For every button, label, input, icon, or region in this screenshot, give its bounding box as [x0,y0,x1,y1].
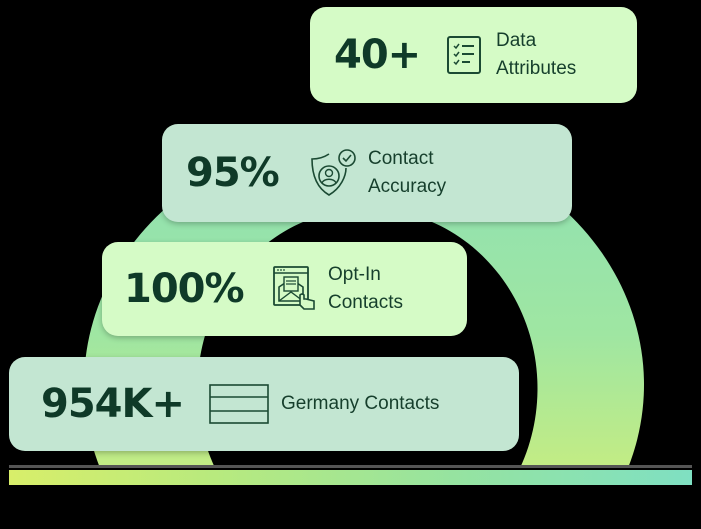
shield-user-check-icon [308,148,358,198]
stat-value: 95% [186,150,280,196]
stat-label: Germany Contacts [281,393,440,414]
stat-card-data-attributes: 40+ Data Attributes [310,7,637,103]
stat-card-contact-accuracy: 95% Contact Accuracy [162,124,572,222]
stat-label-line1: Data [496,30,537,51]
stat-value: 100% [124,266,245,312]
gradient-base-bar [9,470,692,485]
stat-label-line2: Attributes [496,58,577,79]
germany-flag-icon [209,384,269,424]
checklist-icon [444,34,484,76]
stat-value: 954K+ [41,381,185,427]
stat-card-opt-in-contacts: 100% Opt-In Contacts [102,242,467,336]
email-click-icon [272,265,318,313]
stat-label-line2: Accuracy [368,176,447,197]
stat-label-line1: Contact [368,148,434,169]
stat-card-germany-contacts: 954K+ Germany Contacts [9,357,519,451]
stat-label-line1: Opt-In [328,264,381,285]
baseline-divider [9,465,692,468]
stat-label-line2: Contacts [328,292,403,313]
stat-value: 40+ [334,32,421,78]
